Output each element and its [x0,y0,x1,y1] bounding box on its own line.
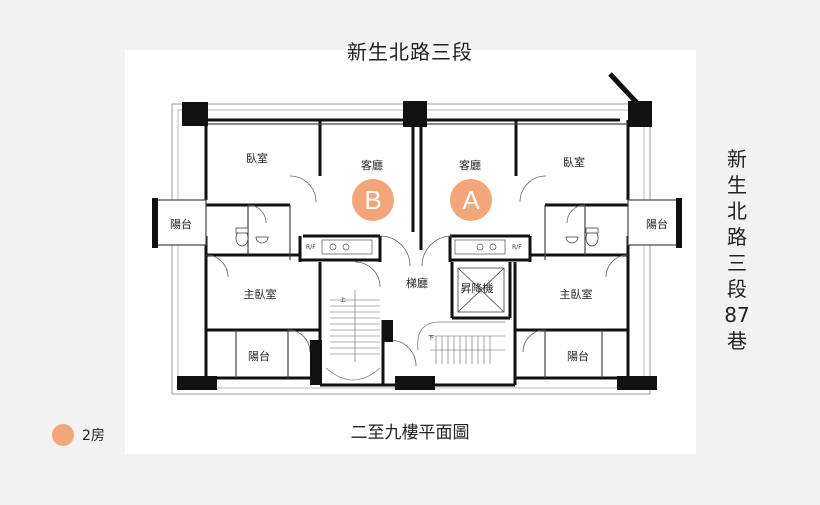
room-label-master-right: 主臥室 [560,287,593,301]
room-label-living-a: 客廳 [459,158,481,172]
room-label-living-b: 客廳 [361,158,383,172]
unit-b-letter: B [364,185,381,215]
stair-up-label: 上 [340,296,346,304]
unit-a-letter: A [462,185,480,215]
legend-swatch [52,424,74,446]
walls [200,106,630,387]
stair-right [430,335,505,364]
room-label-balcony-bottom-right: 陽台 [567,349,589,363]
street-right-char: 路 [727,225,747,249]
room-label-bedroom-right: 臥室 [563,155,585,169]
room-label-balcony-bottom-left: 陽台 [248,349,270,363]
fixture-label-rf-left: R/F [306,244,316,251]
room-label-balcony-right: 陽台 [646,217,668,231]
stair-left [330,290,380,362]
street-right-char: 生 [727,173,747,197]
street-right-char: 新 [727,147,747,171]
room-label-bedroom-left: 臥室 [246,151,268,165]
street-name-top: 新生北路三段 [347,40,473,64]
plan-title: 二至九樓平面圖 [350,423,470,443]
unit-a-marker [450,179,492,221]
columns [177,101,657,390]
legend: 2房 [52,424,105,446]
room-label-master-left: 主臥室 [244,287,277,301]
stair-down-label: 下 [428,335,434,342]
fixture-label-rf-right: R/F [512,244,522,251]
street-name-right: 新 生 北 路 三 段 87 巷 [722,146,752,354]
elevator-shaft [457,267,505,313]
room-label-balcony-left: 陽台 [170,217,192,231]
street-right-char: 北 [727,199,747,223]
street-right-char: 段 [727,277,747,301]
street-right-char: 87 [724,303,750,327]
unit-b-marker [352,179,394,221]
legend-label: 2房 [82,428,105,444]
room-label-lobby: 梯廳 [406,276,428,290]
street-right-char: 三 [727,251,747,275]
room-label-elevator: 昇降機 [461,281,494,295]
street-right-char: 巷 [727,329,747,353]
